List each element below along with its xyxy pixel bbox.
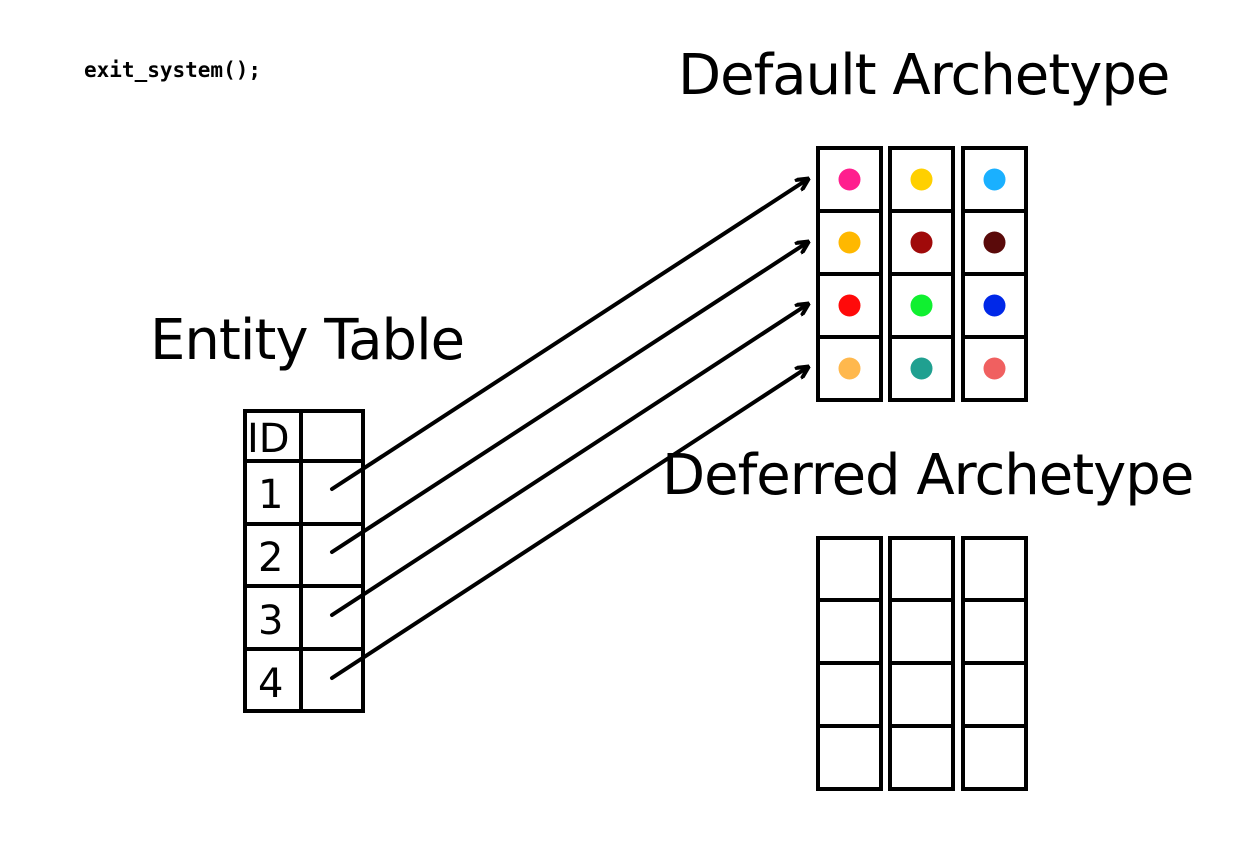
entity-pointer-cell [299, 584, 365, 651]
entity-table-title: Entity Table [150, 308, 465, 373]
component-dot [838, 294, 861, 317]
default-archetype-grid [816, 146, 1028, 402]
empty-component-cell [816, 724, 883, 791]
component-dot [838, 231, 861, 254]
entity-id-label: 4 [258, 661, 283, 707]
pointer-arrow [330, 304, 808, 617]
component-dot [983, 357, 1006, 380]
entity-table-header-label: ID [247, 416, 290, 462]
deferred-archetype-grid [816, 536, 1028, 791]
component-dot [983, 231, 1006, 254]
entity-id-cell [243, 647, 303, 713]
code-line: exit_system(); [84, 58, 262, 82]
pointer-arrow [330, 367, 808, 680]
entity-id-label: 1 [258, 472, 283, 518]
empty-component-cell [816, 598, 883, 665]
entity-table: ID 1 2 3 4 [243, 409, 365, 713]
entity-id-label: 3 [258, 598, 283, 644]
component-dot [910, 357, 933, 380]
pointer-arrow [330, 179, 808, 491]
component-dot [910, 231, 933, 254]
component-dot [838, 357, 861, 380]
empty-component-cell [888, 536, 955, 603]
entity-table-header-pointer-cell [299, 409, 365, 463]
empty-component-cell [961, 598, 1028, 665]
pointer-arrows [330, 179, 808, 680]
pointer-arrow [330, 242, 808, 554]
entity-pointer-cell [299, 522, 365, 588]
entity-pointer-cell [299, 647, 365, 713]
empty-component-cell [888, 661, 955, 728]
component-dot [838, 168, 861, 191]
entity-id-label: 2 [258, 535, 283, 581]
empty-component-cell [961, 661, 1028, 728]
empty-component-cell [816, 661, 883, 728]
empty-component-cell [816, 536, 883, 603]
component-dot [983, 294, 1006, 317]
empty-component-cell [888, 724, 955, 791]
empty-component-cell [888, 598, 955, 665]
component-dot [910, 294, 933, 317]
entity-pointer-cell [299, 459, 365, 526]
deferred-archetype-title: Deferred Archetype [662, 443, 1194, 508]
default-archetype-title: Default Archetype [678, 43, 1170, 108]
empty-component-cell [961, 724, 1028, 791]
component-dot [983, 168, 1006, 191]
component-dot [910, 168, 933, 191]
empty-component-cell [961, 536, 1028, 603]
